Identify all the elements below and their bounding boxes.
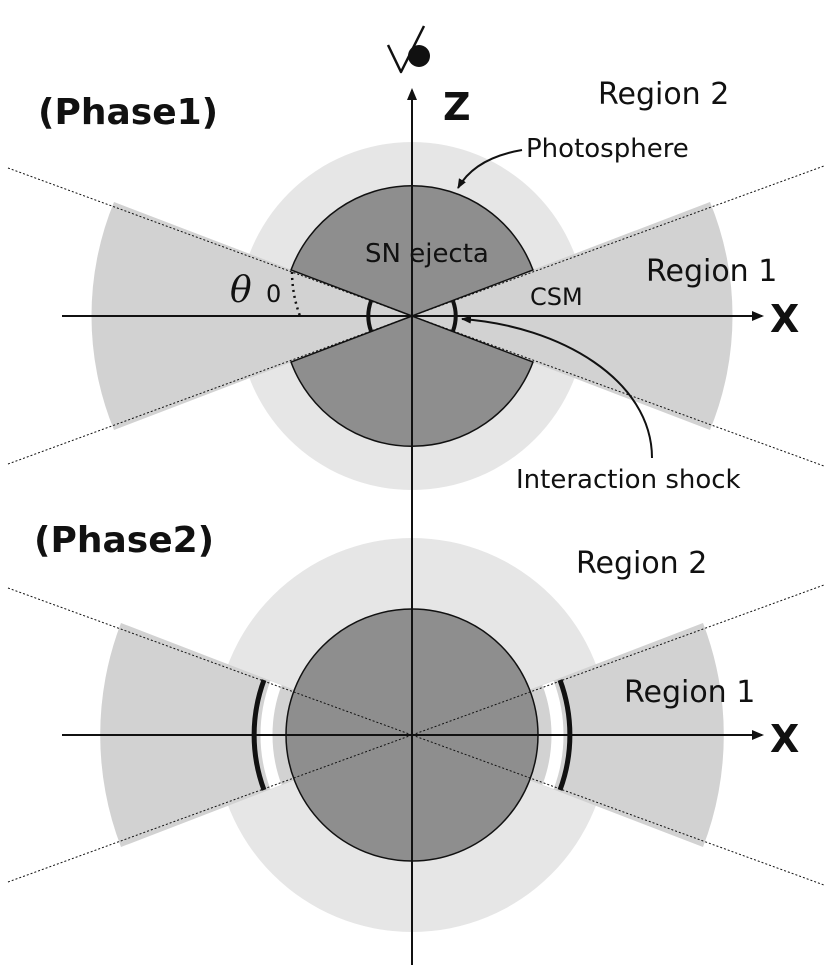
phase2-x-axis-label: X <box>770 717 799 761</box>
photosphere-label: Photosphere <box>526 134 689 164</box>
phase1-diagram <box>7 142 825 490</box>
eye-icon <box>386 25 430 74</box>
shock-pointer-arrow <box>461 315 653 459</box>
phase1-region1-label: Region 1 <box>646 254 777 289</box>
phase2-boundary-line-lower-right <box>411 734 825 886</box>
sn-ejecta-label: SN ejecta <box>365 239 489 269</box>
phase1-title: (Phase1) <box>38 92 218 133</box>
phase2-boundary-line-upper-right <box>411 584 825 736</box>
phase2-title: (Phase2) <box>34 520 214 561</box>
theta-symbol: θ <box>230 270 252 311</box>
photosphere-pointer-arrow <box>457 149 523 189</box>
phase1-boundary-line-lower-right <box>411 315 825 467</box>
phase2-diagram <box>7 538 825 932</box>
phase1-region2-label: Region 2 <box>598 77 729 112</box>
theta-subscript: 0 <box>266 280 281 308</box>
phase1-theta-arc <box>290 271 302 317</box>
phase1-x-axis-label: X <box>770 297 799 341</box>
phase1-z-axis-label: Z <box>443 85 471 129</box>
interaction-shock-label: Interaction shock <box>516 465 741 495</box>
phase2-region2-label: Region 2 <box>576 546 707 581</box>
phase2-region1-label: Region 1 <box>624 675 755 710</box>
csm-label: CSM <box>530 283 583 311</box>
phase1-boundary-line-upper-right <box>411 165 825 317</box>
